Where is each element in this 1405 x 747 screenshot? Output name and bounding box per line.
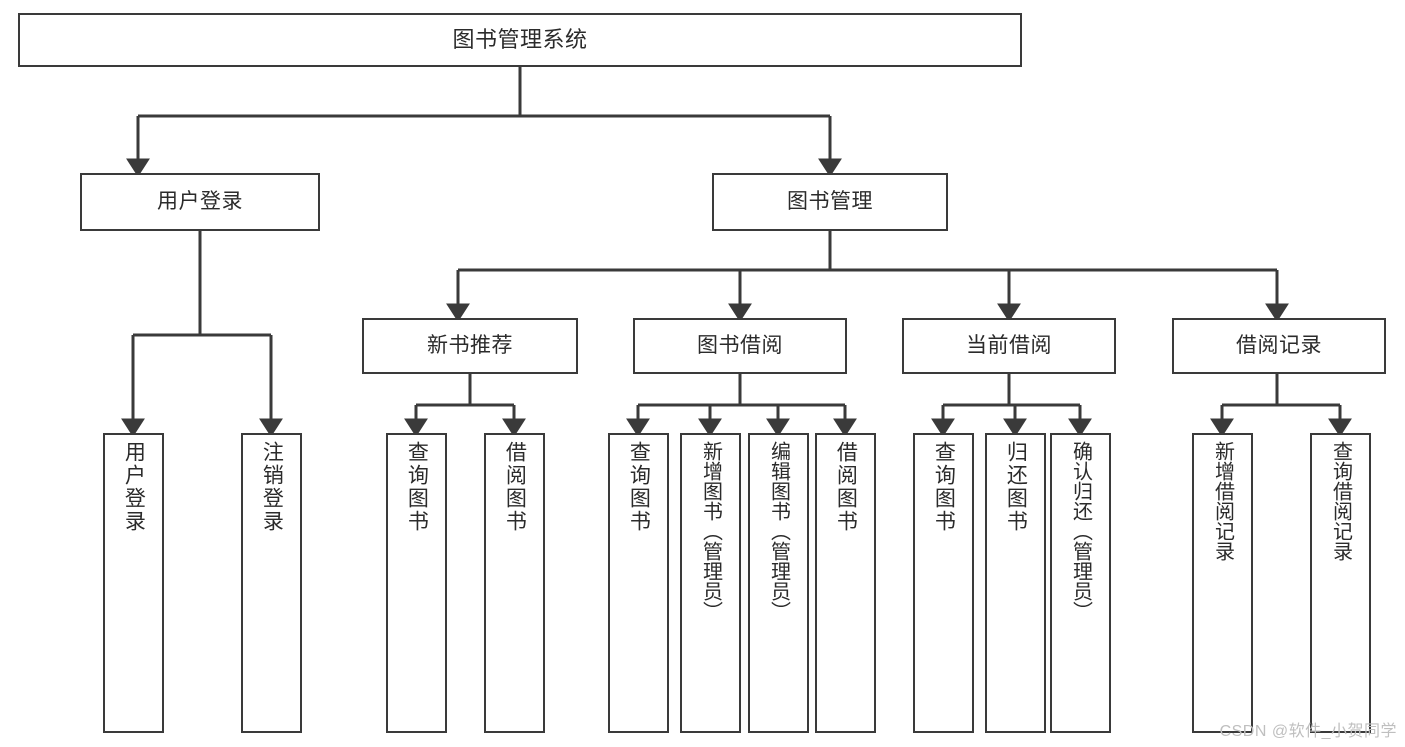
node-borrow-record-label: 借阅记录	[1236, 334, 1322, 358]
leaf-user-login[interactable]: 用户登录	[103, 433, 164, 733]
leaf-add-borrow-record-label: 新增借阅记录	[1211, 441, 1234, 561]
leaf-add-book-admin-label: 新增图书（管理员）	[699, 441, 722, 621]
leaf-edit-book-admin[interactable]: 编辑图书（管理员）	[748, 433, 809, 733]
leaf-return-book-label: 归还图书	[1004, 441, 1028, 533]
node-root-label: 图书管理系统	[452, 26, 588, 52]
node-root[interactable]: 图书管理系统	[18, 13, 1022, 67]
node-new-book-recommend[interactable]: 新书推荐	[362, 318, 578, 374]
leaf-borrow-book-recommend-label: 借阅图书	[503, 441, 527, 533]
leaf-query-book-recommend-label: 查询图书	[405, 441, 429, 533]
leaf-query-borrow-record-label: 查询借阅记录	[1329, 441, 1352, 561]
leaf-query-book-current[interactable]: 查询图书	[913, 433, 974, 733]
node-current-borrow-label: 当前借阅	[966, 334, 1052, 358]
leaf-return-book[interactable]: 归还图书	[985, 433, 1046, 733]
leaf-user-logout[interactable]: 注销登录	[241, 433, 302, 733]
node-book-management-label: 图书管理	[787, 190, 873, 214]
leaf-borrow-book-label: 借阅图书	[834, 441, 858, 533]
leaf-borrow-book[interactable]: 借阅图书	[815, 433, 876, 733]
leaf-confirm-return-admin-label: 确认归还（管理员）	[1069, 441, 1092, 621]
leaf-query-book-label: 查询图书	[627, 441, 651, 533]
node-book-borrow[interactable]: 图书借阅	[633, 318, 847, 374]
leaf-add-book-admin[interactable]: 新增图书（管理员）	[680, 433, 741, 733]
leaf-query-book[interactable]: 查询图书	[608, 433, 669, 733]
leaf-add-borrow-record[interactable]: 新增借阅记录	[1192, 433, 1253, 733]
node-book-borrow-label: 图书借阅	[697, 334, 783, 358]
leaf-query-book-current-label: 查询图书	[932, 441, 956, 533]
leaf-query-borrow-record[interactable]: 查询借阅记录	[1310, 433, 1371, 733]
leaf-confirm-return-admin[interactable]: 确认归还（管理员）	[1050, 433, 1111, 733]
node-borrow-record[interactable]: 借阅记录	[1172, 318, 1386, 374]
node-current-borrow[interactable]: 当前借阅	[902, 318, 1116, 374]
leaf-edit-book-admin-label: 编辑图书（管理员）	[767, 441, 790, 621]
node-book-management[interactable]: 图书管理	[712, 173, 948, 231]
leaf-borrow-book-recommend[interactable]: 借阅图书	[484, 433, 545, 733]
csdn-watermark: CSDN @软件_小贺同学	[1219, 723, 1397, 740]
node-user-login-label: 用户登录	[157, 190, 243, 214]
leaf-user-login-label: 用户登录	[122, 441, 146, 533]
leaf-user-logout-label: 注销登录	[260, 441, 284, 533]
node-user-login[interactable]: 用户登录	[80, 173, 320, 231]
leaf-query-book-recommend[interactable]: 查询图书	[386, 433, 447, 733]
node-new-book-recommend-label: 新书推荐	[427, 334, 513, 358]
